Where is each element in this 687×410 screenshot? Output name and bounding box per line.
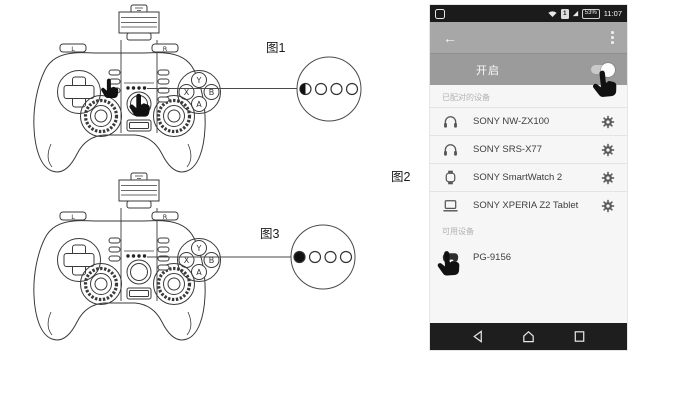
app-bar: ← [430,22,627,53]
headphones-icon [443,144,458,157]
notification-icon [435,8,445,19]
gear-icon[interactable] [601,171,615,185]
smartwatch-icon [445,170,456,185]
gear-icon[interactable] [601,143,615,157]
hand-cursor-device [437,251,460,276]
bluetooth-toggle-label: 开启 [476,64,500,77]
controller-figure3 [32,171,223,342]
led-half-on [300,83,306,95]
led-on [293,250,306,264]
fig2-label: 图2 [391,170,411,184]
device-row-nw-zx100[interactable]: SONY NW-ZX100 [430,107,627,135]
device-list: 已配对的设备 SONY NW-ZX100 SONY SRS-X77 SONY S… [430,85,627,323]
nav-recents-icon[interactable] [572,329,587,344]
gear-icon[interactable] [601,199,615,213]
overflow-menu-icon[interactable] [611,31,614,44]
controller-figures: L R Y X B A [32,3,362,342]
device-name: SONY SRS-X77 [473,144,542,155]
device-name: SONY NW-ZX100 [473,116,550,127]
device-row-srs-x77[interactable]: SONY SRS-X77 [430,135,627,163]
battery-indicator: 53% [581,8,600,19]
nav-back-icon[interactable] [470,329,485,344]
wifi-icon [548,11,557,17]
fig1-label: 图1 [266,41,286,55]
available-section-label: 可用设备 [442,227,474,236]
fig3-label: 图3 [260,227,280,241]
laptop-icon [442,200,459,212]
status-bar: 1 53% 11:07 [430,5,627,22]
headphones-icon [443,116,458,129]
signal-icon [572,10,578,17]
paired-section-label: 已配对的设备 [442,93,490,102]
bluetooth-toggle-row: 开启 [430,53,627,85]
sim-icon: 1 [560,8,569,19]
device-row-smartwatch[interactable]: SONY SmartWatch 2 [430,163,627,191]
phone-screenshot: 1 53% 11:07 ← 开启 已配对的设备 [429,4,628,351]
device-row-pg-9156[interactable]: PG-9156 [430,241,627,276]
clock: 11:07 [603,9,622,18]
back-icon[interactable]: ← [443,29,457,46]
fig3-led-callout [290,224,356,290]
device-row-xperia-tablet[interactable]: SONY XPERIA Z2 Tablet [430,191,627,219]
device-name: SONY SmartWatch 2 [473,172,563,183]
nav-home-icon[interactable] [521,329,536,344]
gear-icon[interactable] [601,115,615,129]
device-name: PG-9156 [473,251,512,263]
hand-cursor-toggle [592,70,617,97]
device-name: SONY XPERIA Z2 Tablet [473,200,579,211]
fig1-led-callout [296,56,362,122]
nav-bar [430,323,627,350]
